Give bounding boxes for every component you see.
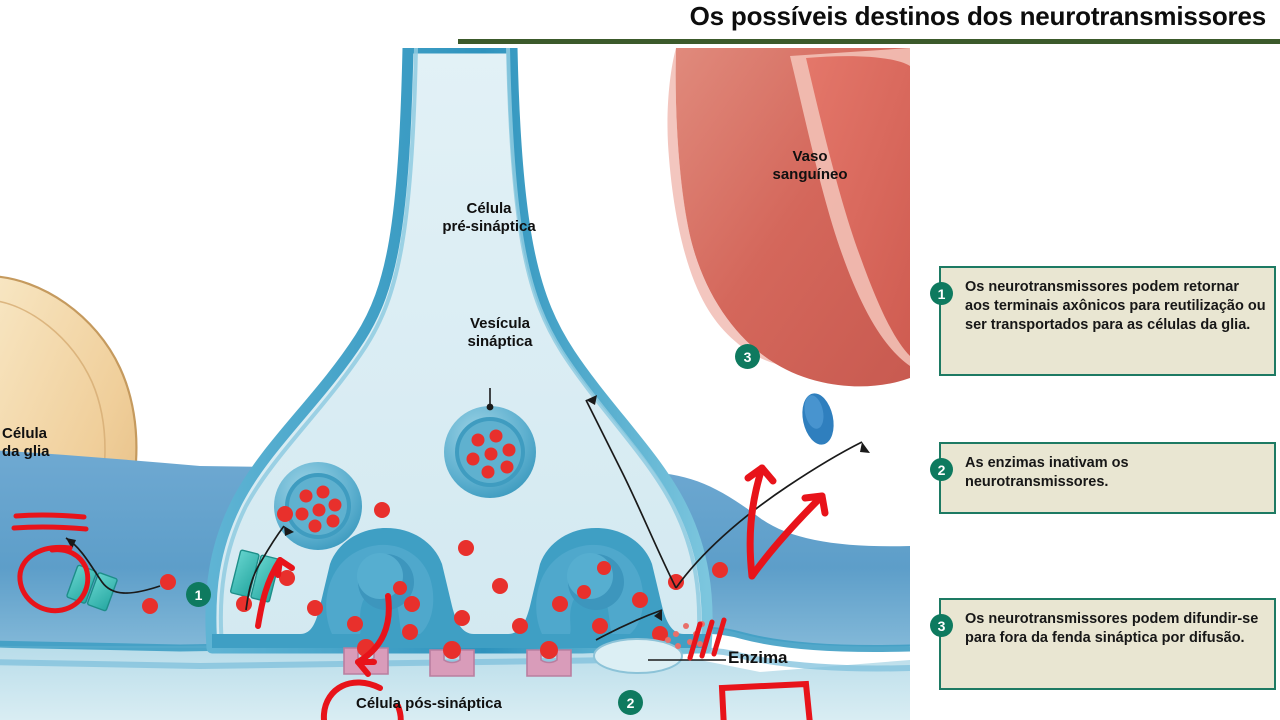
diagram-marker-1: 1	[186, 582, 211, 607]
legend-item-1: 1 Os neurotransmissores podem retornar a…	[930, 266, 1276, 376]
annotation-arrow-diffusion-1	[746, 464, 766, 580]
synapse-diagram	[0, 48, 910, 720]
title-bar: Os possíveis destinos dos neurotransmiss…	[0, 0, 1280, 48]
legend-text-1: Os neurotransmissores podem retornar aos…	[965, 279, 1266, 334]
pointer-arrows	[65, 395, 870, 641]
legend-item-2: 2 As enzimas inativam os neurotransmisso…	[930, 442, 1276, 514]
diagram-marker-2: 2	[618, 690, 643, 715]
synaptic-vesicles	[274, 388, 536, 550]
annotation-slashes-enzyme	[687, 621, 703, 661]
legend-text-3: Os neurotransmissores podem difundir-se …	[965, 611, 1259, 647]
exocytosis-sites	[326, 544, 644, 634]
receptors	[343, 639, 572, 677]
annotation-circle-glia	[17, 544, 91, 614]
legend-badge-3: 3	[930, 614, 953, 637]
title-divider	[458, 39, 1280, 44]
annotation-arrow-release	[355, 593, 392, 665]
legend-item-3: 3 Os neurotransmissores podem difundir-s…	[930, 598, 1276, 690]
annotation-arrow-diffusion-2	[748, 492, 826, 580]
annotation-underline-glia	[13, 512, 87, 520]
annotation-circle-receptor	[320, 679, 404, 720]
diagram-marker-3: 3	[735, 344, 760, 369]
red-annotations	[11, 464, 829, 720]
blood-vessel-group	[667, 48, 910, 445]
page-title: Os possíveis destinos dos neurotransmiss…	[689, 1, 1267, 31]
legend-text-2: As enzimas inativam os neurotransmissore…	[965, 455, 1129, 491]
transporter-proteins	[66, 549, 281, 612]
legend-badge-1: 1	[930, 282, 953, 305]
legend-badge-2: 2	[930, 458, 953, 481]
annotation-box-enzima	[718, 680, 813, 720]
